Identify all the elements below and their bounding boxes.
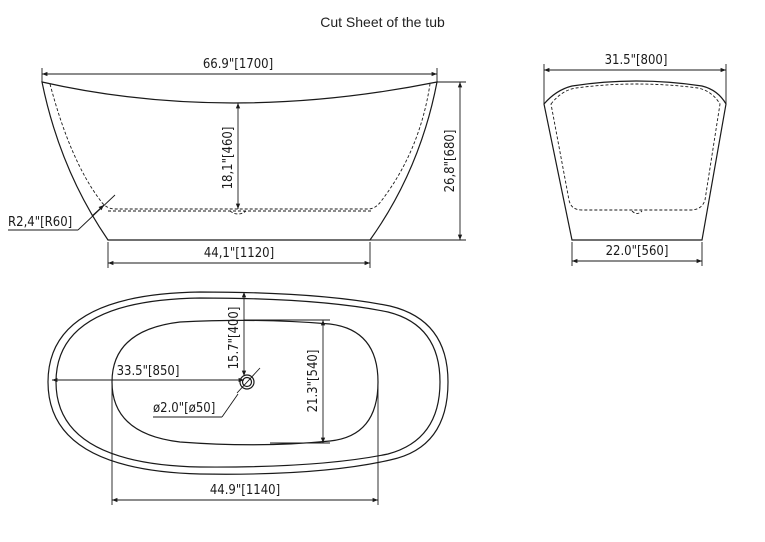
base-length-label: 44,1"[1120] <box>204 246 274 261</box>
page-title: Cut Sheet of the tub <box>320 14 445 30</box>
interior-length-label: 44.9"[1140] <box>210 483 280 498</box>
end-outer-outline <box>543 80 727 241</box>
side-view: 66.9"[1700] 18,1"[460] 26,8"[680] R2,4"[… <box>8 57 466 268</box>
base-width-label: 22.0"[560] <box>606 244 669 259</box>
drain-to-end-label: 33.5"[850] <box>117 364 180 379</box>
side-inner-outline <box>49 83 431 210</box>
plan-view: 33.5"[850] 15.7"[400] 21.3"[540] ø2.0"[ø… <box>47 291 449 505</box>
plan-outer-rim <box>47 291 449 475</box>
interior-depth-label: 18,1"[460] <box>221 127 236 190</box>
corner-radius-label: R2,4"[R60] <box>8 215 72 230</box>
overall-length-label: 66.9"[1700] <box>203 57 273 72</box>
side-outer-outline <box>41 81 438 241</box>
drain-to-side-label: 15.7"[400] <box>227 307 242 370</box>
plan-interior-basin <box>111 319 379 446</box>
end-inner-outline <box>550 83 721 211</box>
drain-diameter-label: ø2.0"[ø50] <box>153 401 215 416</box>
interior-width-label: 21.3"[540] <box>306 350 321 413</box>
end-view: 31.5"[800] 22.0"[560] <box>543 53 727 266</box>
overall-height-label: 26,8"[680] <box>443 130 458 193</box>
plan-inner-rim <box>55 297 441 468</box>
overall-width-label: 31.5"[800] <box>605 53 668 68</box>
